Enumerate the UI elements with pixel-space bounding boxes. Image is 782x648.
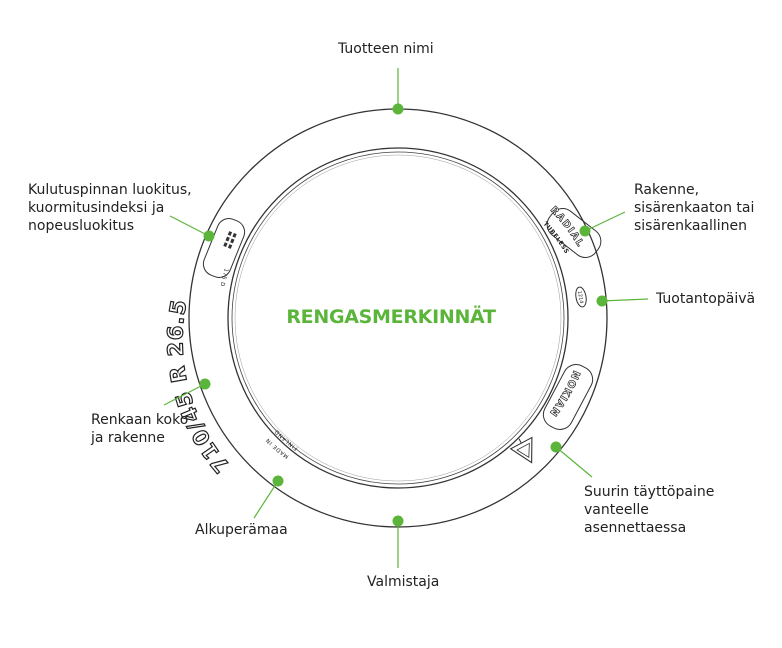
leader-production-date: [601, 298, 649, 302]
radial-badge-outline: [546, 208, 602, 258]
label-production-date: Tuotantopäivä: [656, 291, 756, 307]
callout-leaders: [163, 68, 649, 568]
dot-tread: [203, 230, 215, 242]
radial-marking: RADIAL: [548, 204, 586, 249]
callout-dots: [199, 103, 608, 527]
label-tread: Kulutuspinnan luokitus, kuormitusindeksi…: [28, 182, 192, 234]
label-origin: Alkuperämaa: [195, 522, 288, 538]
rim-edge: [227, 147, 569, 489]
rim-shadow-edge: [234, 154, 562, 482]
brand-marking: NOKIAN: [547, 369, 582, 419]
dot-max-pressure: [550, 441, 562, 453]
dot-structure: [579, 225, 591, 237]
dot-origin: [272, 475, 284, 487]
rim-inner-edge: [231, 151, 565, 485]
leader-max-pressure: [555, 446, 593, 478]
tread-index-grid: [223, 231, 237, 249]
label-max-pressure: Suurin täyttöpaine vanteelle asennettaes…: [584, 484, 715, 536]
pressure-symbol-icon: [509, 436, 533, 464]
label-size: Renkaan koko ja rakenne: [91, 412, 189, 446]
dot-size: [199, 378, 211, 390]
leader-structure: [584, 211, 626, 232]
leader-size: [163, 383, 206, 406]
tread-badge-outline: [202, 218, 246, 278]
date-code-oval: [575, 286, 587, 308]
dot-product-name: [392, 103, 404, 115]
load-speed-marking: 175 D: [218, 267, 228, 287]
label-manufacturer: Valmistaja: [367, 574, 440, 590]
leader-tread: [169, 215, 210, 237]
date-code-marking: 1214: [576, 290, 584, 304]
label-product-name: Tuotteen nimi: [338, 41, 434, 57]
brand-badge-outline: [542, 364, 594, 430]
label-structure: Rakenne, sisärenkaaton tai sisärenkaalli…: [634, 182, 755, 234]
dot-manufacturer: [392, 515, 404, 527]
leader-origin: [253, 480, 279, 519]
dot-production-date: [596, 295, 608, 307]
diagram-title: RENGASMERKINNÄT: [286, 306, 496, 328]
